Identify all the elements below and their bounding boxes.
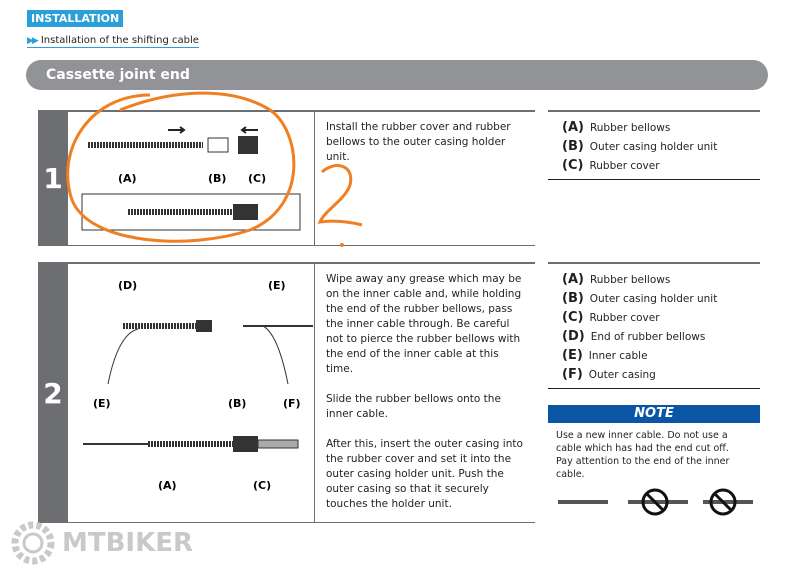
note-title: NOTE [548,405,760,423]
step-2-illustration: (D) (E) (E) (B) (F) (A) (C) [68,264,315,522]
step-2-text: Wipe away any grease which may be on the… [326,273,523,510]
section-title: Cassette joint end [26,60,768,90]
svg-text:(B): (B) [228,397,246,410]
label-c: (C) [248,172,266,185]
step-number: 2 [38,264,68,522]
step-1-legend: (A)Rubber bellows (B)Outer casing holder… [548,110,760,180]
breadcrumb[interactable]: ▶▶Installation of the shifting cable [27,35,199,48]
svg-text:(A): (A) [158,479,177,492]
svg-text:(E): (E) [268,279,286,292]
note-box: NOTE Use a new inner cable. Do not use a… [548,405,760,521]
cable-end-icons [558,488,753,516]
double-arrow-icon: ▶▶ [27,36,39,46]
step-1: 1 (A) (B) (C) Install the rubber cover a… [38,110,535,246]
svg-text:(D): (D) [118,279,137,292]
breadcrumb-label: Installation of the shifting cable [40,35,199,46]
label-b: (B) [208,172,226,185]
svg-text:(E): (E) [93,397,111,410]
watermark: MTBIKER [10,520,193,566]
gear-logo-icon [11,521,55,565]
section-badge: INSTALLATION [27,10,124,27]
step-1-illustration: (A) (B) (C) [68,112,315,245]
step-1-text: Install the rubber cover and rubber bell… [326,121,511,163]
step-2: 2 (D) (E) (E) (B) (F) (A) (C) Wipe away … [38,262,535,523]
cable-insertion-diagram: (D) (E) (E) (B) (F) (A) (C) [83,279,313,492]
label-a: (A) [118,172,137,185]
step-number: 1 [38,112,68,245]
prohibited-icon [641,488,669,516]
step-2-legend: (A)Rubber bellows (B)Outer casing holder… [548,262,760,389]
prohibited-icon [709,488,737,516]
bellows-assembly-diagram: (A) (B) (C) [81,126,301,231]
svg-text:(C): (C) [253,479,271,492]
svg-text:(F): (F) [283,397,301,410]
